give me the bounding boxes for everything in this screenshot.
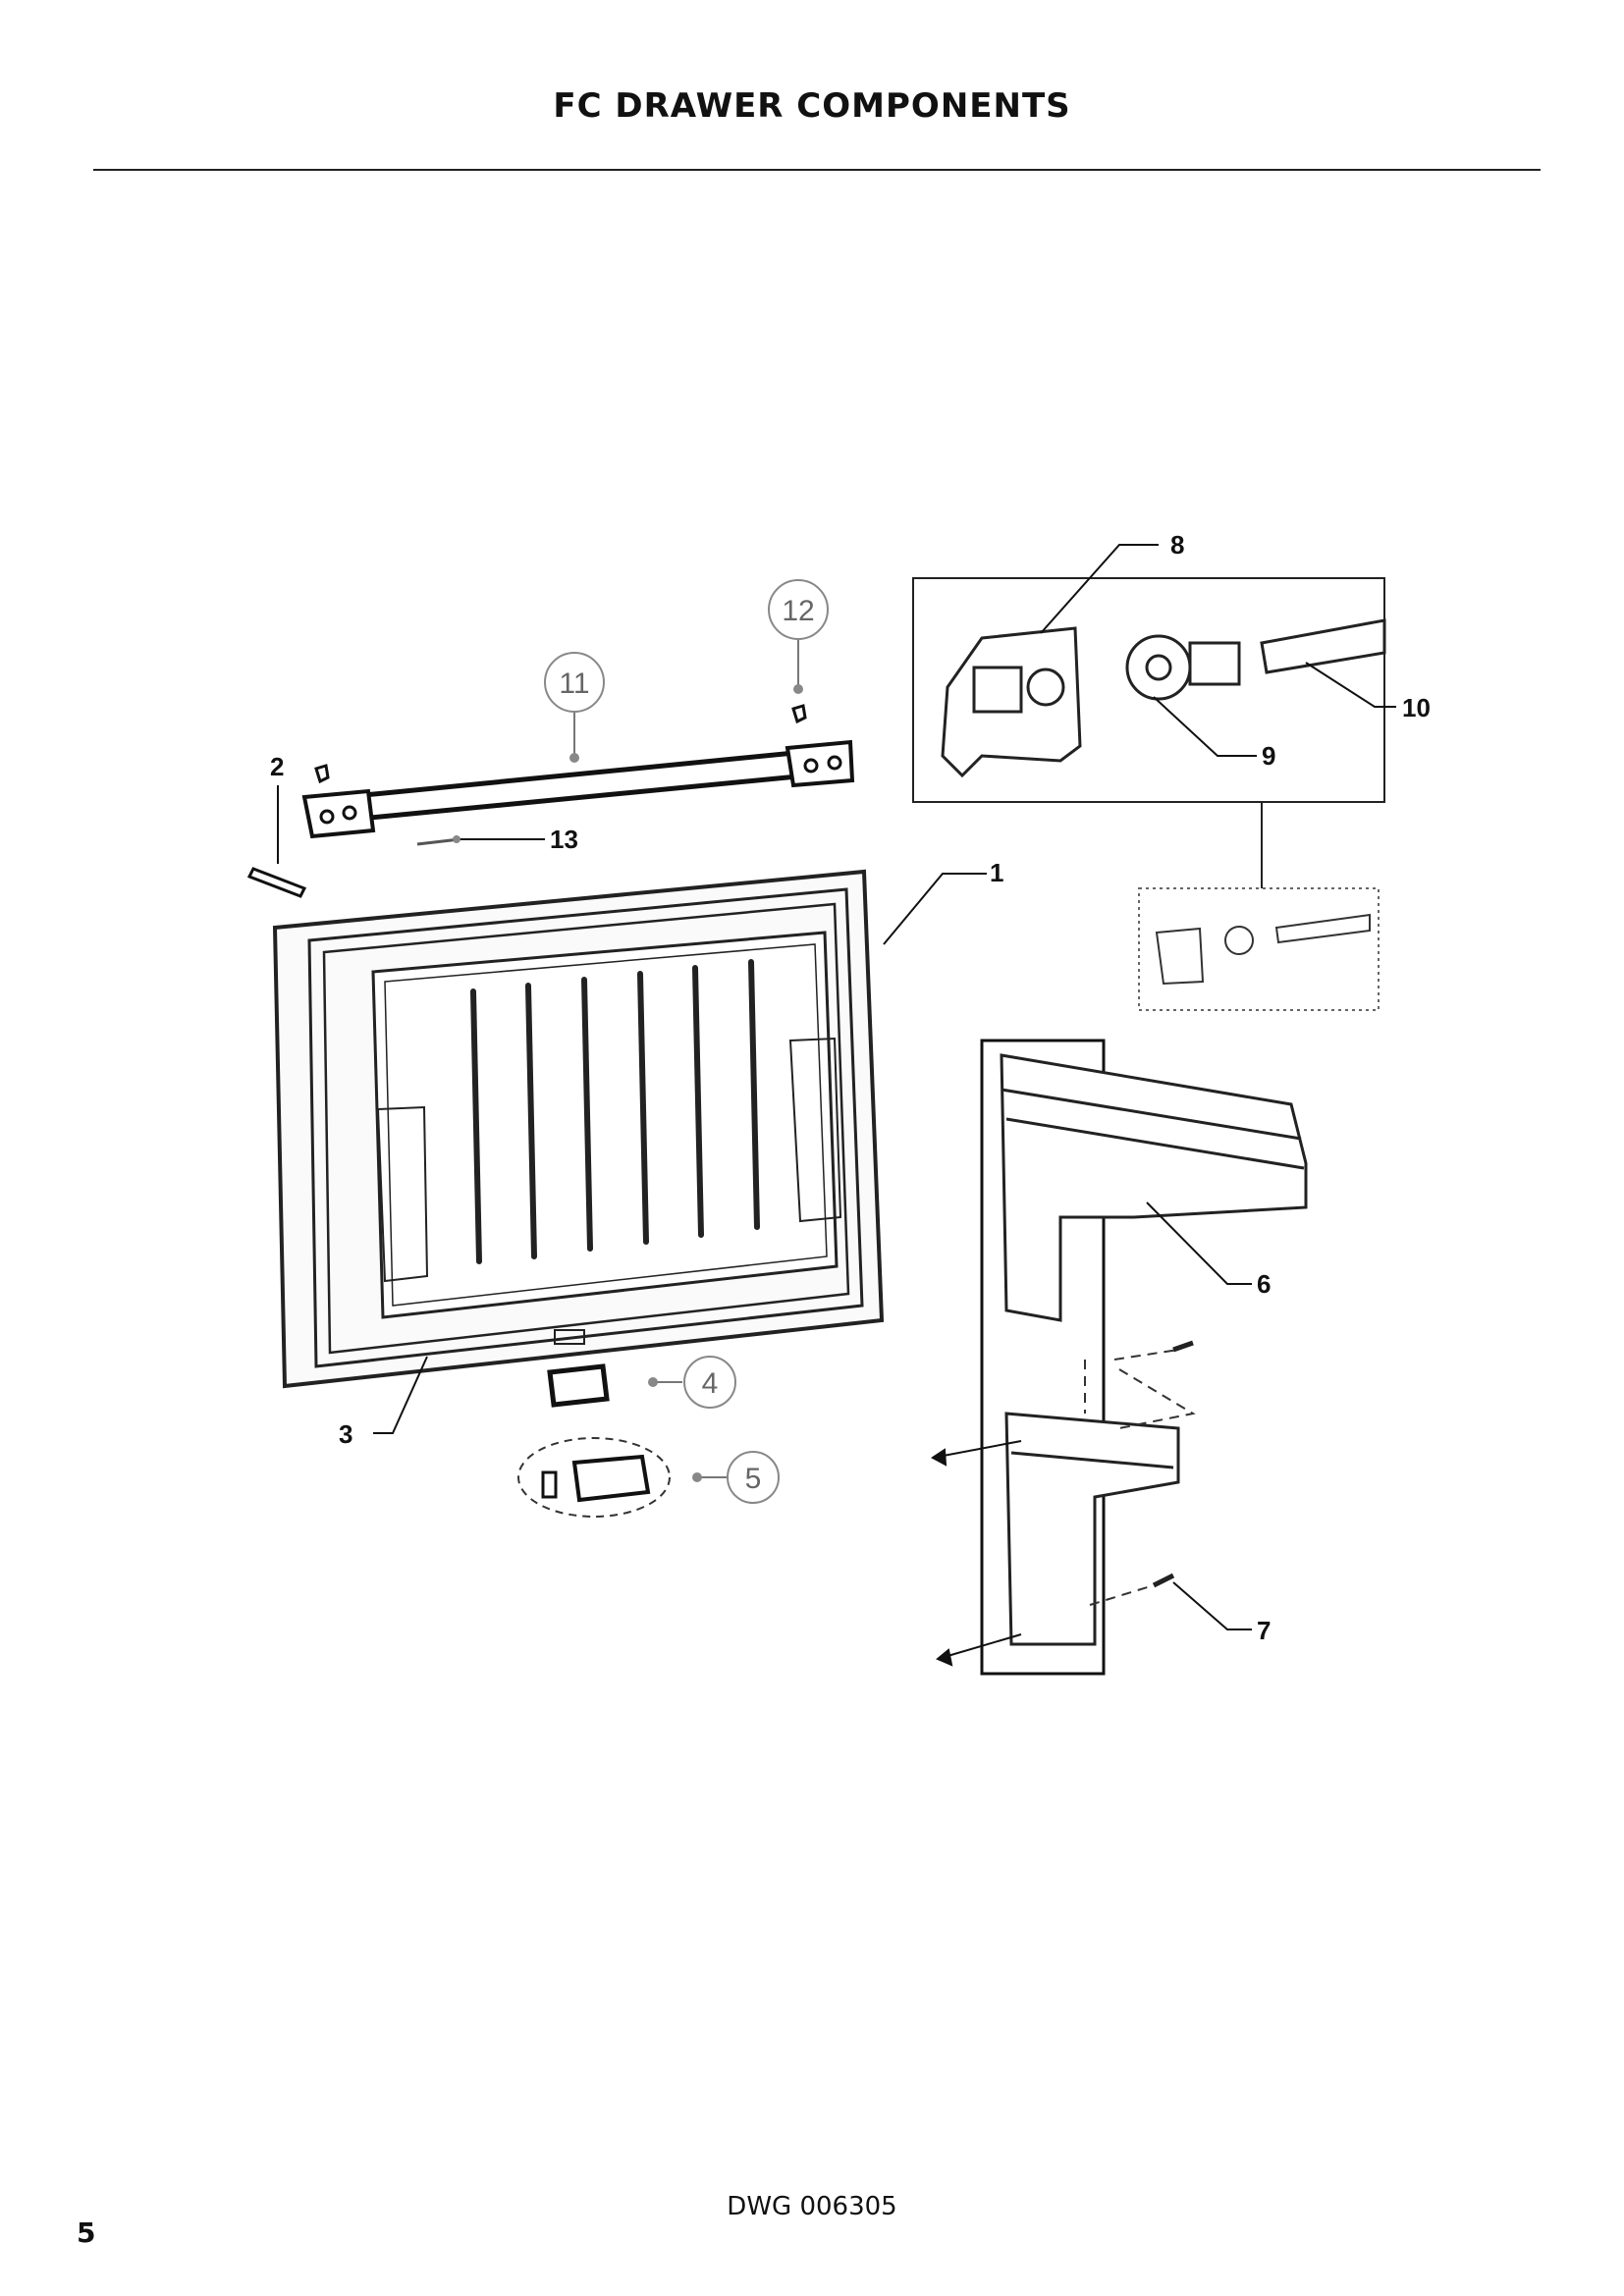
gear-assembly-box — [912, 577, 1385, 803]
assembly-guide-lines — [1084, 1349, 1196, 1606]
callout-11: 11 — [559, 667, 589, 700]
callout-2: 2 — [270, 752, 284, 781]
callout-6: 6 — [1257, 1269, 1271, 1299]
screw-icon — [314, 704, 807, 784]
leader-lines — [277, 544, 1396, 1630]
callout-10: 10 — [1402, 693, 1431, 722]
callout-9: 9 — [1262, 741, 1275, 771]
cabinet-side-frame — [980, 1039, 1106, 1676]
rail-screw-icon — [1172, 1340, 1194, 1353]
callout-8: 8 — [1170, 530, 1184, 560]
callout-5: 5 — [745, 1463, 762, 1495]
page-number: 5 — [77, 2216, 96, 2249]
callout-4: 4 — [702, 1367, 719, 1400]
callout-1: 1 — [990, 858, 1003, 887]
rail-screw-icon — [1152, 1573, 1175, 1588]
page-title: FC DRAWER COMPONENTS — [553, 86, 1071, 126]
callout-3: 3 — [339, 1419, 352, 1449]
direction-arrows — [931, 1440, 1022, 1667]
assembled-preview-box — [1138, 887, 1380, 1011]
callout-circles — [544, 579, 829, 1504]
drawing-number: DWG 006305 — [727, 2192, 897, 2221]
gear-bracket-part8 — [941, 626, 1082, 778]
panel-ribs — [470, 959, 760, 1264]
callout-dots — [453, 684, 803, 1482]
latch-notch — [554, 1329, 585, 1345]
hinge-pin-icon — [246, 867, 307, 898]
callout-12: 12 — [782, 595, 814, 627]
drawer-insert-part4 — [547, 1363, 610, 1408]
clip-cover-part5 — [571, 1454, 651, 1503]
drawer-front-panel — [272, 869, 885, 1389]
clip-screw-icon — [541, 1470, 558, 1499]
handle-rail — [301, 739, 855, 839]
assembled-preview — [1155, 913, 1371, 986]
title-divider — [93, 169, 1541, 171]
clip-group-outline — [517, 1437, 671, 1518]
slide-rail-part6 — [1000, 1053, 1308, 1322]
callout-7: 7 — [1257, 1616, 1271, 1645]
slide-rail-lower — [1004, 1412, 1180, 1646]
square-shaft-part10 — [1260, 618, 1386, 674]
gear-wheel-part9 — [1125, 634, 1241, 701]
callout-13: 13 — [550, 825, 578, 854]
small-pin-icon — [416, 837, 460, 846]
